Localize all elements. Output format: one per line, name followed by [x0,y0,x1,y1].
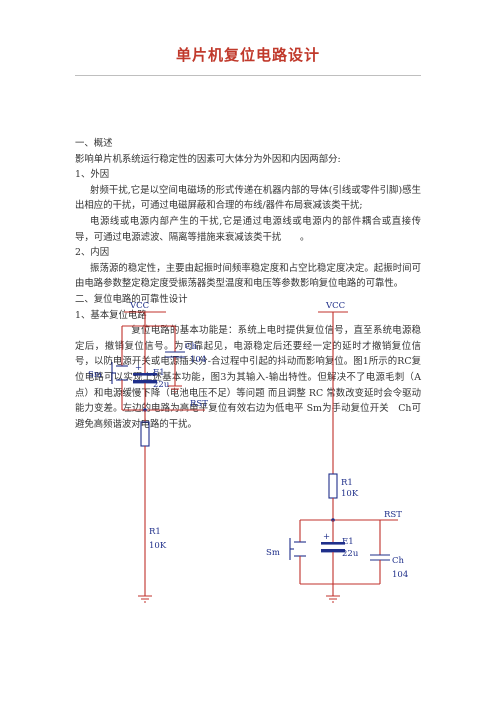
left-reset-circuit: VCC Sm + E1 22u RST Ch 104 [88,301,208,603]
right-reset-circuit: VCC R1 10K RST Sm + E1 22u Ch 104 [266,301,408,603]
right-r1-label: R1 [341,478,353,488]
right-e1-label: E1 [342,537,354,547]
left-ch-ground-icon [168,385,182,393]
left-sm-label: Sm [88,370,102,380]
subsection-heading: 1、外因 [75,169,110,181]
right-sm-label: Sm [266,548,280,558]
right-rst-label: RST [384,510,402,520]
left-r1-label: R1 [149,527,161,537]
subsection-heading: 1、基本复位电路 [75,309,147,321]
section-heading: 二、复位电路的可靠性设计 [75,293,188,305]
right-e1-plate-top [321,542,345,545]
left-e1-label: E1 [153,368,165,378]
document-title: 单片机复位电路设计 [175,46,320,64]
left-e1-plate-top [133,373,157,376]
left-e1-plus: + [135,363,142,373]
left-vcc-label: VCC [129,301,149,311]
paragraph: 射频干扰,它是以空间电磁场的形式传递在机器内部的导体(引线或零件引脚)感生出相应… [75,184,421,212]
title-divider [75,75,421,76]
left-ch-label: Ch [185,342,198,352]
right-ground-icon [326,595,340,603]
right-ch-value: 104 [392,570,408,580]
left-e1-plate-bottom [133,380,157,384]
paragraph: 电源线或电源内部产生的干扰,它是通过电源线或电源内的部件耦合或直接传导，可通过电… [75,215,421,243]
paragraph: 复位电路的基本功能是：系统上电时提供复位信号，直至系统电源稳定后，撤销复位信号。… [75,325,421,430]
right-e1-plus: + [323,532,330,542]
paragraph: 振荡源的稳定性，主要由起振时间频率稳定度和占空比稳定度决定。起振时间可由电路参数… [75,262,421,290]
right-r1-value: 10K [341,489,359,499]
reset-circuit-diagrams: VCC Sm + E1 22u RST Ch 104 [88,301,408,603]
right-e1-value: 22u [342,549,359,559]
section-heading: 一、概述 [75,138,113,149]
document-body: 一、概述 影响单片机系统运行稳定性的因素可大体分为外因和内因两部分: 1、外因 … [75,136,421,432]
left-rst-label: RST [190,399,208,409]
left-r1-value: 10K [149,541,167,551]
right-ch-label: Ch [392,556,405,566]
paragraph: 影响单片机系统运行稳定性的因素可大体分为外因和内因两部分: [75,153,341,165]
left-e1-value: 22u [153,380,170,390]
left-r1-body [140,421,150,447]
right-vcc-label: VCC [325,301,345,311]
right-r1-body [328,473,338,499]
left-r1-ground-icon [138,595,152,603]
left-ch-value: 104 [190,355,206,365]
right-e1-plate-bottom [321,549,345,553]
subsection-heading: 2、内因 [75,247,110,259]
